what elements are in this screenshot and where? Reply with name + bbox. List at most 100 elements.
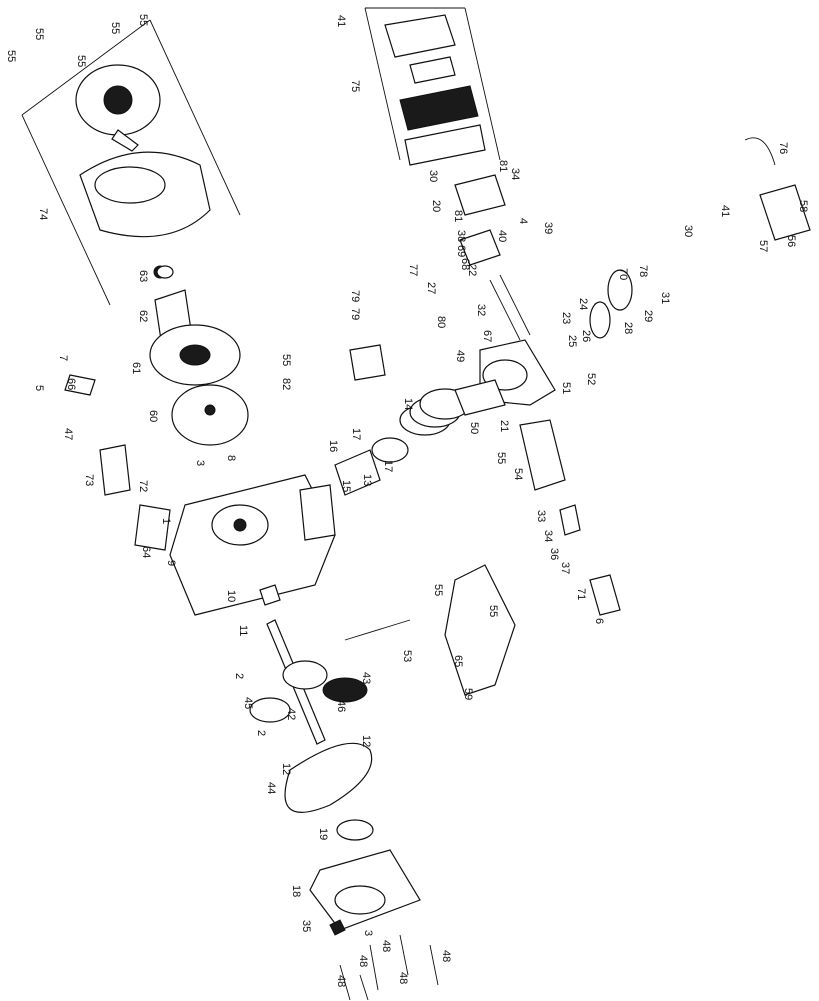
part-label: 55 bbox=[109, 22, 121, 34]
part-label: 9 bbox=[165, 560, 177, 566]
part-label: 52 bbox=[585, 373, 597, 385]
crankcase-group bbox=[134, 474, 336, 616]
part-label: 63 bbox=[137, 270, 149, 282]
part-label: 60 bbox=[147, 410, 159, 422]
part-label: 67 bbox=[481, 330, 493, 342]
part-label: 14 bbox=[402, 398, 414, 410]
part-label: 30 bbox=[682, 225, 694, 237]
cylinder-group bbox=[334, 339, 556, 496]
recoil-starter-group bbox=[21, 19, 241, 306]
part-label: 3 bbox=[194, 460, 206, 466]
bolts-group bbox=[339, 934, 439, 1001]
part-label: 55 bbox=[137, 14, 149, 26]
part-label: 55 bbox=[487, 605, 499, 617]
air-filter-group bbox=[364, 7, 501, 166]
part-label: 48 bbox=[380, 940, 392, 952]
part-label: 6 bbox=[593, 618, 605, 624]
part-label: 44 bbox=[265, 782, 277, 794]
part-label: 12 bbox=[280, 763, 292, 775]
part-label: 48 bbox=[397, 972, 409, 984]
valve-train-group bbox=[454, 137, 811, 341]
part-label: 34 bbox=[509, 168, 521, 180]
part-label: 68 bbox=[459, 258, 471, 270]
part-label: 15 bbox=[340, 480, 352, 492]
part-label: 61 bbox=[130, 362, 142, 374]
part-label: 80 bbox=[435, 316, 447, 328]
part-label: 7 bbox=[57, 355, 69, 361]
part-label: 38 bbox=[455, 230, 467, 242]
part-label: 24 bbox=[577, 298, 589, 310]
part-label: 2 bbox=[255, 730, 267, 736]
part-label: 65 bbox=[452, 655, 464, 667]
part-label: 79 bbox=[349, 290, 361, 302]
part-label: 27 bbox=[425, 282, 437, 294]
part-label: 53 bbox=[401, 650, 413, 662]
part-label: 82 bbox=[280, 378, 292, 390]
part-label: 29 bbox=[642, 310, 654, 322]
part-label: 17 bbox=[382, 460, 394, 472]
part-label: 73 bbox=[83, 474, 95, 486]
part-label: 47 bbox=[62, 428, 74, 440]
part-label: 48 bbox=[335, 975, 347, 987]
part-label: 20 bbox=[430, 200, 442, 212]
part-label: 36 bbox=[548, 548, 560, 560]
part-label: 8 bbox=[225, 455, 237, 461]
part-label: 4 bbox=[517, 218, 529, 224]
part-label: 81 bbox=[497, 160, 509, 172]
part-label: 37 bbox=[559, 562, 571, 574]
gasket-group bbox=[284, 742, 421, 936]
part-label: 41 bbox=[719, 205, 731, 217]
part-label: 75 bbox=[349, 80, 361, 92]
part-label: 56 bbox=[785, 235, 797, 247]
part-label: 11 bbox=[237, 625, 249, 636]
part-label: 5 bbox=[33, 385, 45, 391]
part-label: 17 bbox=[350, 428, 362, 440]
part-label: 12 bbox=[360, 735, 372, 747]
part-label: 3 bbox=[362, 930, 374, 936]
part-label: 55 bbox=[5, 50, 17, 62]
part-label: 66 bbox=[65, 378, 77, 390]
part-label: 55 bbox=[75, 55, 87, 67]
part-label: 64 bbox=[140, 546, 152, 558]
part-label: 42 bbox=[285, 708, 297, 720]
part-label: 23 bbox=[560, 312, 572, 324]
part-label: 40 bbox=[496, 230, 508, 242]
part-label: 72 bbox=[137, 480, 149, 492]
part-label: 70 bbox=[617, 268, 629, 280]
part-label: 55 bbox=[33, 28, 45, 40]
part-labels: 55 55 55 55 55 41 75 74 63 62 61 60 7 66… bbox=[5, 14, 809, 987]
part-label: 59 bbox=[462, 688, 474, 700]
part-label: 76 bbox=[777, 142, 789, 154]
part-label: 48 bbox=[357, 955, 369, 967]
part-label: 51 bbox=[560, 382, 572, 394]
part-label: 10 bbox=[225, 590, 237, 602]
part-label: 32 bbox=[475, 304, 487, 316]
part-label: 28 bbox=[622, 322, 634, 334]
part-label: 54 bbox=[512, 468, 524, 480]
part-label: 57 bbox=[757, 240, 769, 252]
part-label: 39 bbox=[542, 222, 554, 234]
part-label: 2 bbox=[233, 673, 245, 679]
part-label: 41 bbox=[335, 15, 347, 27]
part-label: 31 bbox=[659, 292, 671, 304]
part-label: 55 bbox=[432, 584, 444, 596]
part-label: 34 bbox=[542, 530, 554, 542]
part-label: 79 bbox=[349, 308, 361, 320]
part-label: 33 bbox=[535, 510, 547, 522]
crankshaft-group bbox=[249, 584, 411, 745]
part-label: 45 bbox=[242, 697, 254, 709]
muffler-group bbox=[349, 344, 621, 696]
part-label: 48 bbox=[440, 950, 452, 962]
part-label: 74 bbox=[37, 208, 49, 220]
part-label: 55 bbox=[495, 452, 507, 464]
flywheel-group bbox=[64, 265, 249, 496]
part-label: 16 bbox=[327, 440, 339, 452]
part-label: 81 bbox=[452, 210, 464, 222]
part-label: 78 bbox=[637, 265, 649, 277]
part-label: 77 bbox=[407, 264, 419, 276]
part-label: 35 bbox=[300, 920, 312, 932]
part-label: 62 bbox=[137, 310, 149, 322]
part-label: 43 bbox=[360, 672, 372, 684]
part-label: 49 bbox=[454, 350, 466, 362]
